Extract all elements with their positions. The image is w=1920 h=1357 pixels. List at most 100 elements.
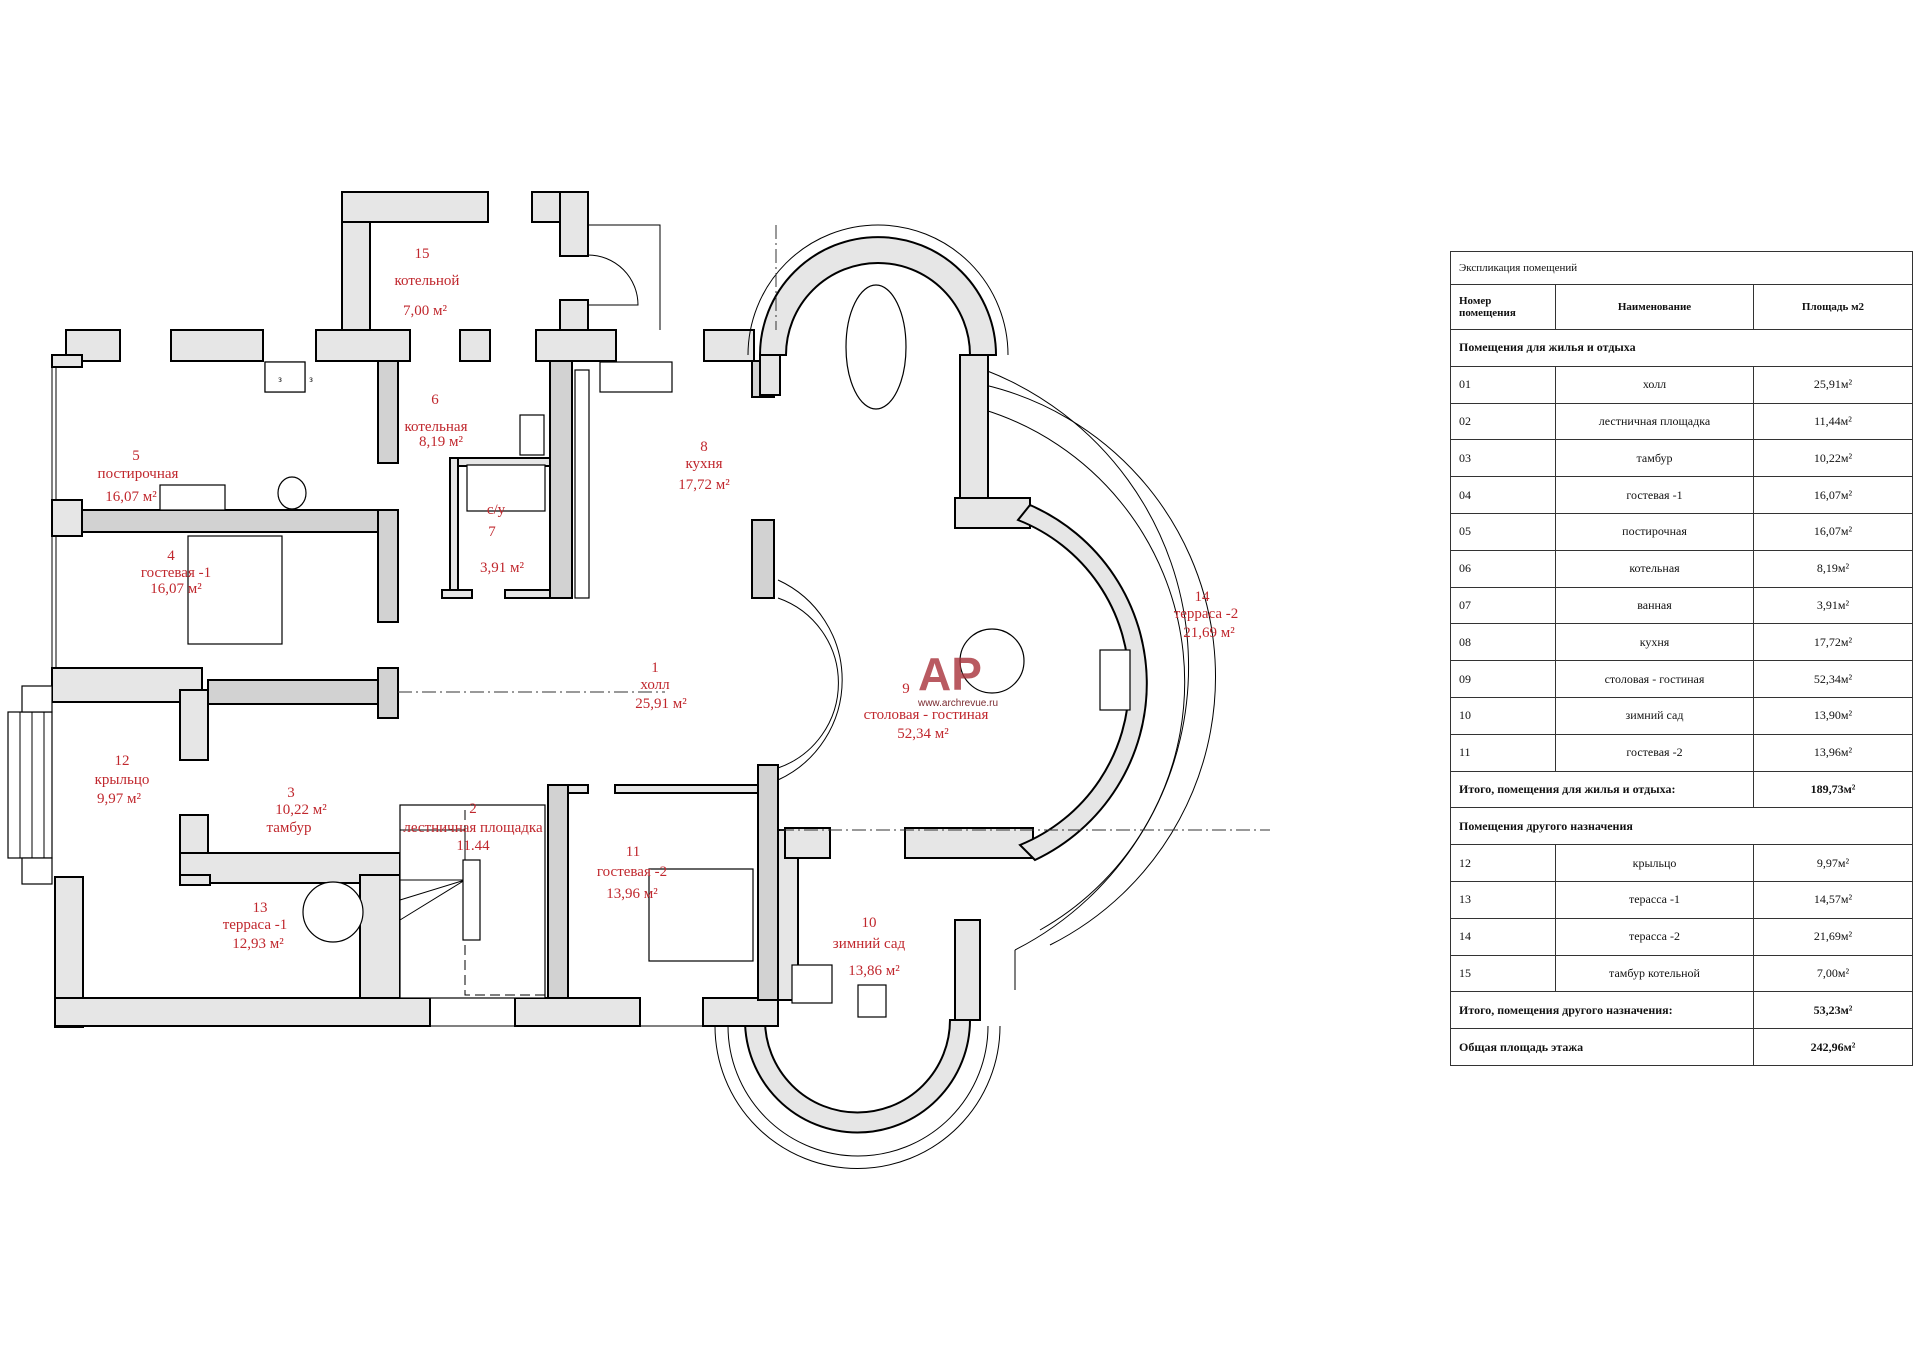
room-name-cell: лестничная площадка — [1555, 402, 1754, 441]
room-area: 17,72 м² — [678, 477, 730, 493]
room-number-cell: 06 — [1450, 549, 1556, 588]
room-number: 9 — [902, 681, 910, 697]
room-name-cell: тамбур — [1555, 439, 1754, 478]
room-name: котельной — [395, 273, 460, 289]
room-name: крыльцо — [95, 772, 150, 788]
header-number: Номер помещения — [1450, 284, 1556, 330]
section-other: Помещения другого назначения — [1450, 807, 1913, 846]
room-number-cell: 14 — [1450, 917, 1556, 956]
boiler-vestibule-walls — [341, 191, 661, 331]
room-area-cell: 10,22м² — [1753, 439, 1913, 478]
room-number-cell: 09 — [1450, 660, 1556, 698]
room-area: 13,96 м² — [606, 886, 658, 902]
room-number: 7 — [488, 524, 496, 540]
room-area: 16,07 м² — [105, 489, 157, 505]
room-number: 14 — [1195, 589, 1211, 605]
room-number-cell: 04 — [1450, 476, 1556, 514]
room-number: 11 — [626, 844, 640, 860]
room-name-cell: постирочная — [1555, 512, 1754, 551]
room-number: 10 — [862, 915, 877, 931]
room-area-cell: 11,44м² — [1753, 402, 1913, 441]
room-number-cell: 10 — [1450, 696, 1556, 735]
room-area-cell: 3,91м² — [1753, 586, 1913, 625]
room-area-cell: 21,69м² — [1753, 917, 1913, 956]
room-name-cell: крыльцо — [1555, 844, 1754, 882]
room-name: терраса -1 — [223, 917, 288, 933]
room-number-cell: 02 — [1450, 402, 1556, 441]
room-number-cell: 07 — [1450, 586, 1556, 625]
watermark: AP www.archrevue.ru — [917, 648, 998, 709]
room-name: гостевая -2 — [597, 864, 667, 880]
room-number: 15 — [415, 246, 430, 262]
room-name: постирочная — [98, 466, 179, 482]
room-number: 13 — [253, 900, 268, 916]
room-number-cell: 15 — [1450, 954, 1556, 993]
room-name-cell: котельная — [1555, 549, 1754, 588]
room-name-cell: гостевая -1 — [1555, 476, 1754, 514]
room-area: 16,07 м² — [150, 581, 202, 597]
total-living-label: Итого, помещения для жилья и отдыха: — [1450, 770, 1754, 809]
room-area: 21,69 м² — [1183, 625, 1235, 641]
room-area: 25,91 м² — [635, 696, 687, 712]
room-name-cell: терасса -2 — [1555, 917, 1754, 956]
header-name: Наименование — [1555, 284, 1754, 330]
room-name: гостевая -1 — [141, 565, 211, 581]
room-name: кухня — [685, 456, 722, 472]
room-name-cell: кухня — [1555, 623, 1754, 662]
terrace-2-outline — [984, 369, 1216, 990]
room-area: 10,22 м² — [275, 802, 327, 818]
total-other-area: 53,23м² — [1753, 991, 1913, 1030]
room-area: 8,19 м² — [419, 434, 463, 450]
dining-room-walls — [747, 224, 1148, 862]
header-area: Площадь м2 — [1753, 284, 1913, 330]
room-name: с/у — [487, 502, 506, 518]
room-number: 5 — [132, 448, 140, 464]
room-name: лестничная площадка — [403, 820, 543, 836]
floor-plan: з з AP www.archrevue.ru 15 котельной 7,0… — [7, 191, 1270, 1169]
table-title: Экспликация помещений — [1450, 251, 1913, 285]
room-name: зимний сад — [833, 936, 906, 952]
room-area-cell: 8,19м² — [1753, 549, 1913, 588]
room-area: 7,00 м² — [403, 303, 447, 319]
room-explication-table: Экспликация помещений Номер помещения На… — [1450, 251, 1913, 1066]
room-name: котельная — [405, 419, 468, 435]
exterior-walls — [7, 329, 779, 1028]
room-area-cell: 16,07м² — [1753, 512, 1913, 551]
room-number-cell: 03 — [1450, 439, 1556, 478]
room-name-cell: столовая - гостиная — [1555, 660, 1754, 698]
room-area: 52,34 м² — [897, 726, 949, 742]
room-number: 3 — [287, 785, 295, 801]
room-area: 12,93 м² — [232, 936, 284, 952]
room-area-cell: 25,91м² — [1753, 365, 1913, 404]
room-labels: 15 котельной 7,00 м² 6 котельная 8,19 м²… — [95, 246, 1239, 979]
room-name-cell: зимний сад — [1555, 696, 1754, 735]
room-name-cell: ванная — [1555, 586, 1754, 625]
section-living: Помещения для жилья и отдыха — [1450, 329, 1913, 367]
room-area-cell: 16,07м² — [1753, 476, 1913, 514]
room-number-cell: 13 — [1450, 880, 1556, 919]
room-number: 4 — [167, 548, 175, 564]
room-number: 8 — [700, 439, 708, 455]
room-name-cell: тамбур котельной — [1555, 954, 1754, 993]
room-area-cell: 13,90м² — [1753, 696, 1913, 735]
interior-walls — [81, 360, 1034, 1021]
room-name: столовая - гостиная — [864, 707, 989, 723]
appliance-mark: з — [309, 374, 313, 384]
room-number: 12 — [115, 753, 130, 769]
room-number-cell: 12 — [1450, 844, 1556, 882]
room-area: 9,97 м² — [97, 791, 141, 807]
room-area: 3,91 м² — [480, 560, 524, 576]
grand-total-label: Общая площадь этажа — [1450, 1028, 1754, 1066]
room-number: 6 — [431, 392, 439, 408]
room-name: холл — [640, 677, 670, 693]
